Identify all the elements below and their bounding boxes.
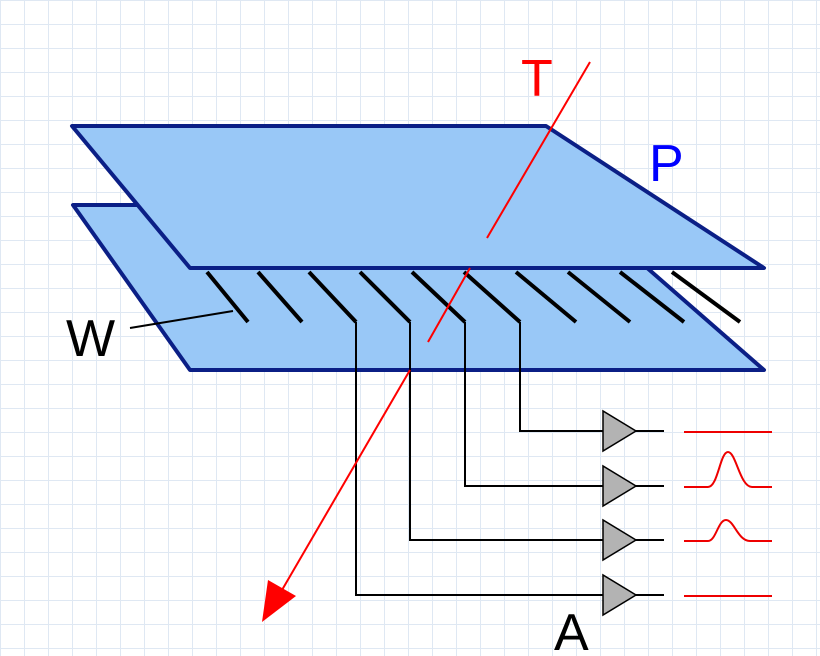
sense-wires: [205, 270, 742, 324]
sense-wire: [256, 270, 304, 324]
amplifier-triangle-icon: [602, 518, 638, 562]
readout-lead: [355, 322, 603, 596]
track-segment-above: [486, 61, 591, 239]
arrowhead-icon: [262, 580, 296, 622]
plate-label: P: [649, 135, 684, 193]
sense-wire: [618, 270, 686, 324]
particle-track: [262, 61, 591, 622]
small-pulse-trace: [684, 518, 772, 542]
readout-lead: [409, 322, 603, 541]
amplifier-triangle-icon: [602, 464, 638, 508]
readout-lead: [519, 322, 603, 432]
top-plate: [70, 124, 766, 270]
sense-wire: [462, 270, 522, 324]
sense-wire: [307, 270, 358, 324]
wire-label: W: [66, 310, 115, 368]
track-label: T: [521, 50, 553, 108]
wire-pointer-line: [129, 310, 234, 329]
amplifier-triangle-icon: [602, 573, 638, 617]
readout-lead: [464, 322, 603, 487]
track-segment-below: [281, 369, 411, 591]
sense-wire: [410, 270, 467, 324]
amplifier-label: A: [554, 604, 589, 656]
output-signals: [684, 431, 772, 597]
track-segment-between: [427, 267, 471, 343]
amplifier-triangle-icon: [602, 409, 638, 453]
amplifiers: [602, 409, 664, 617]
sense-wire: [205, 270, 250, 324]
sense-wire: [358, 270, 412, 324]
sense-wire: [514, 270, 578, 324]
sense-wire: [566, 270, 632, 324]
sense-wire: [670, 270, 742, 324]
readout-leads: [355, 322, 603, 596]
large-pulse-trace: [684, 450, 772, 488]
